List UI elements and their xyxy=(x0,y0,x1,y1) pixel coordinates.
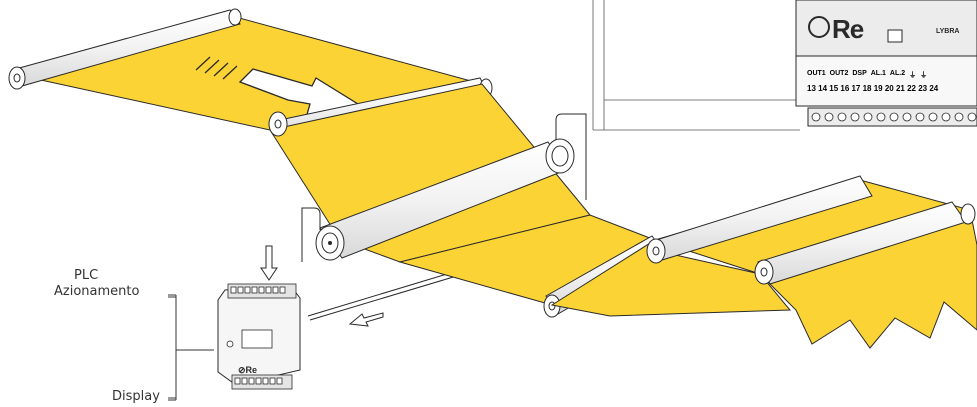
terminal-header: AL.1 xyxy=(870,70,886,77)
direction-arrow xyxy=(195,56,360,119)
terminal-header: ⏚ xyxy=(920,72,928,79)
label-plc: PLC Azionamento xyxy=(54,268,139,300)
roller-mid-bottom xyxy=(646,175,873,264)
device-detail xyxy=(592,0,977,131)
device-model: LYBRA xyxy=(936,28,960,35)
signal-arrow-down xyxy=(260,245,278,281)
roller-low-right xyxy=(754,201,976,285)
terminal-header: ⏚ xyxy=(909,72,917,79)
terminal-headers: OUT1 OUT2 DSP AL.1 AL.2 ⏚ ⏚ xyxy=(807,70,977,80)
terminal-numbers: 13 14 15 16 17 18 19 20 21 22 23 24 xyxy=(807,84,939,93)
label-bracket xyxy=(168,294,214,401)
terminal-header: OUT2 xyxy=(829,70,849,77)
terminal-header: AL.2 xyxy=(889,70,906,77)
svg-text:⊘Re: ⊘Re xyxy=(238,365,257,375)
load-cell-roller xyxy=(315,138,575,261)
device-brand: Re xyxy=(832,14,864,44)
roller-mid-left xyxy=(268,111,288,137)
label-plc-line1: PLC xyxy=(74,268,99,283)
roller-top-left xyxy=(8,8,242,90)
signal-arrow-left xyxy=(348,312,384,327)
label-display: Display xyxy=(112,389,160,404)
terminal-header: DSP xyxy=(852,70,867,77)
device-logo-icon xyxy=(808,16,830,38)
terminal-header: OUT1 xyxy=(807,70,826,77)
controller-device: ⊘Re xyxy=(217,283,301,390)
label-plc-line2: Azionamento xyxy=(54,284,140,299)
